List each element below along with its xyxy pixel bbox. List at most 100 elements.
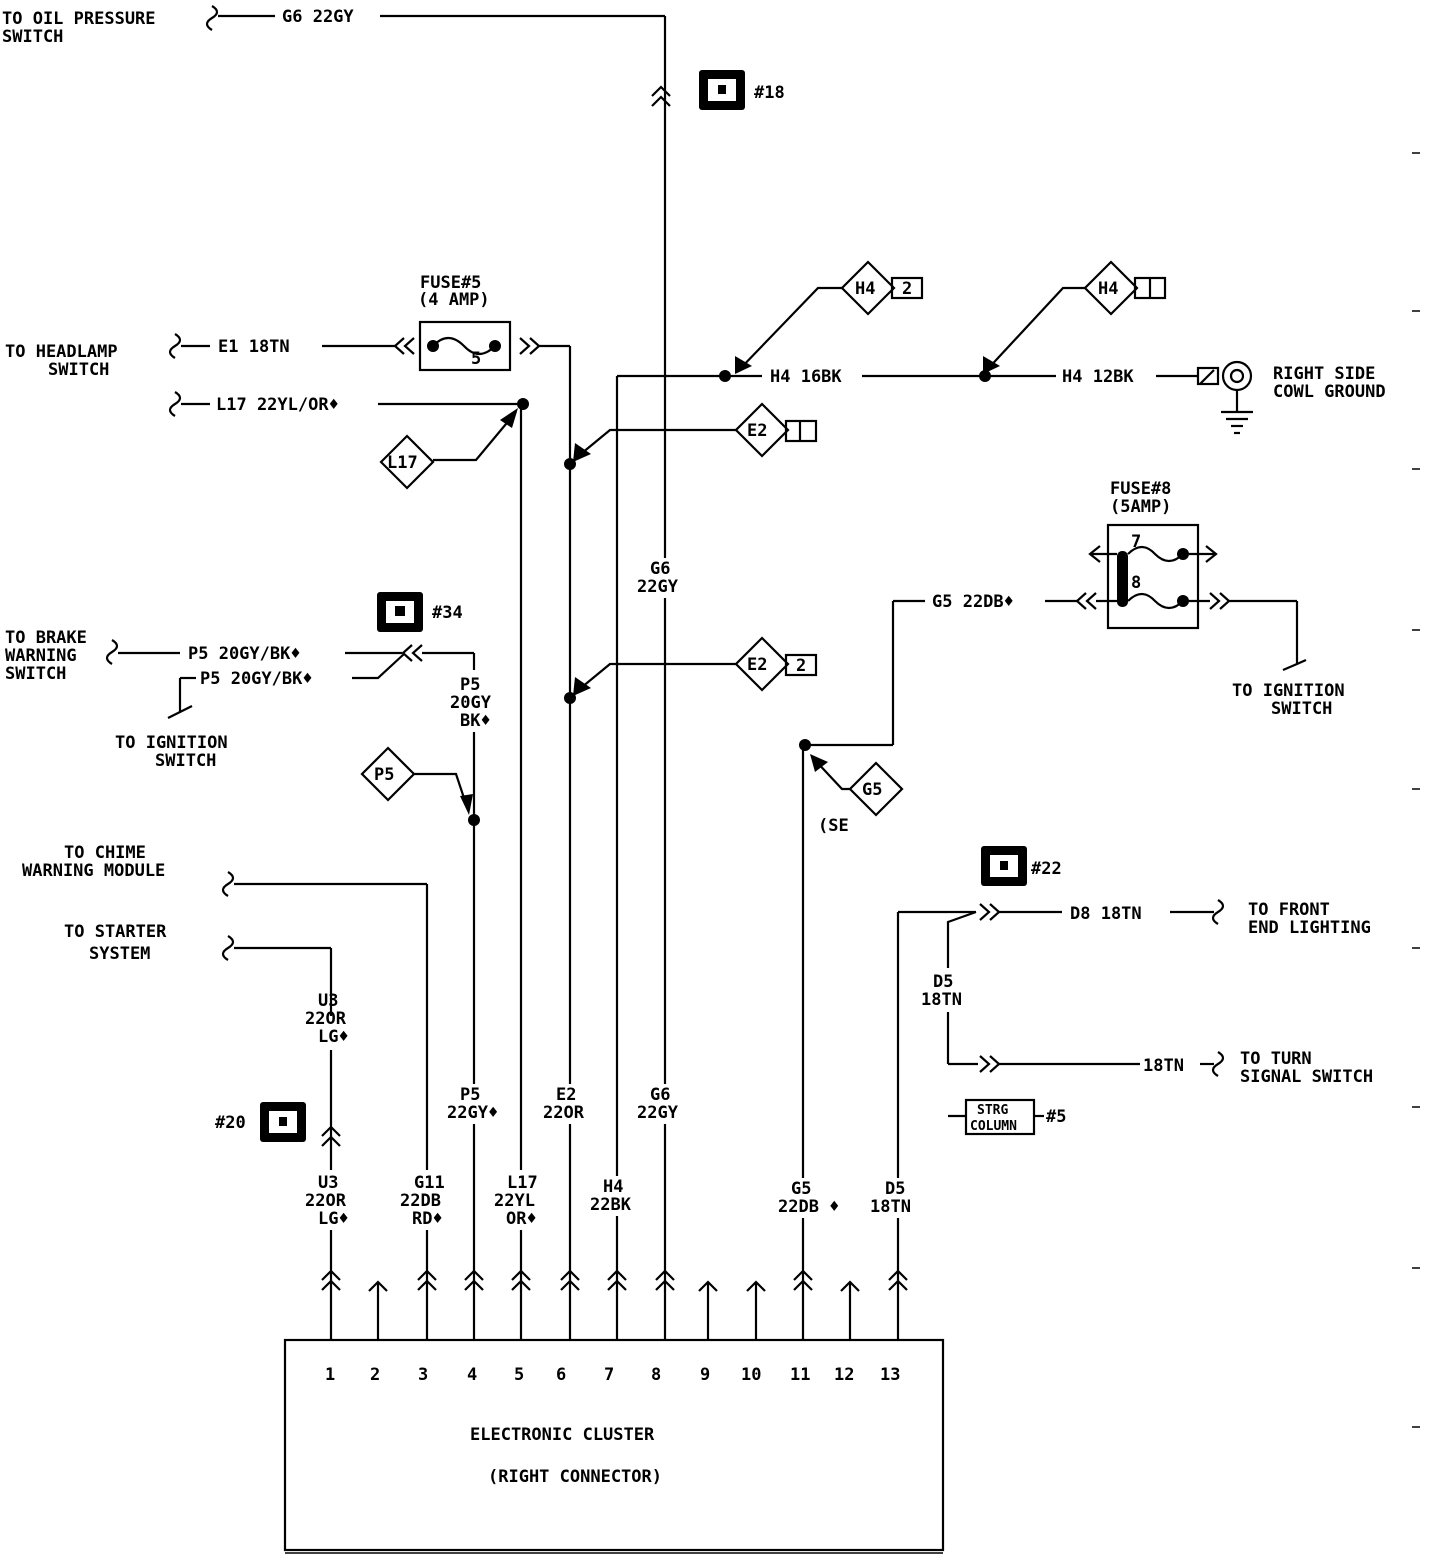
- h4-diamond-a: [840, 260, 896, 316]
- fuse5-label-1: FUSE#5: [420, 273, 481, 293]
- h4-diamond-b-label: H4: [1098, 279, 1118, 299]
- e2-diamond-b-label: E2: [747, 655, 767, 675]
- p5-vert-label-2: 20GY: [450, 693, 492, 713]
- u3-lower-label-1: U3: [318, 1173, 338, 1193]
- u3-lower-label-2: 22OR: [305, 1191, 347, 1211]
- h4-lower-label-1: H4: [603, 1177, 623, 1197]
- lower-wire-labels: U3 22OR LG♦ G11 22DB RD♦ P5 22GY♦ L17 22…: [298, 1084, 926, 1230]
- fuse5-label-2: (4 AMP): [418, 290, 490, 310]
- cowl-ground-label-2: COWL GROUND: [1273, 382, 1386, 402]
- headlamp-label-2: SWITCH: [48, 360, 109, 380]
- front-lighting-label-1: TO FRONT: [1248, 900, 1330, 920]
- chime-label-2: WARNING MODULE: [22, 861, 165, 881]
- g11-label-2: 22DB: [400, 1191, 441, 1211]
- starter-label-1: TO STARTER: [64, 922, 167, 942]
- oil-pressure-label-2: SWITCH: [2, 27, 63, 47]
- pin-3-label: 3: [418, 1365, 428, 1385]
- fuse8-number-7: 7: [1131, 532, 1141, 552]
- h4-16bk-label: H4 16BK: [770, 367, 842, 387]
- fuse5-box: [418, 320, 512, 372]
- turn-signal-label-2: SIGNAL SWITCH: [1240, 1067, 1373, 1087]
- fuse8-number-8: 8: [1131, 573, 1141, 593]
- d5-lower-label-1: D5: [885, 1179, 905, 1199]
- h4-diamond-b: [1083, 260, 1139, 316]
- ignition-left-label-1: TO IGNITION: [115, 733, 228, 753]
- e2-diamond-a-label: E2: [747, 421, 767, 441]
- u3-lower-label-3: LG♦: [318, 1209, 349, 1229]
- turn-signal-label-1: TO TURN: [1240, 1049, 1312, 1069]
- pin-1-label: 1: [325, 1365, 335, 1385]
- g6-lower-label-1: G6: [650, 1085, 670, 1105]
- g5-lower-label-1: G5: [791, 1179, 811, 1199]
- connector-22-icon: [981, 846, 1027, 886]
- p5-wire-label-a: P5 20GY/BK♦: [188, 644, 301, 664]
- fuse8-label-2: (5AMP): [1110, 497, 1171, 517]
- strg-column-number: #5: [1046, 1107, 1066, 1127]
- e2-lower-label-2: 22OR: [543, 1103, 585, 1123]
- p5-vert-label-1: P5: [460, 675, 480, 695]
- g6-mid-label-1: G6: [650, 559, 670, 579]
- fuse5-number: 5: [471, 349, 481, 369]
- g6-lower-label-2: 22GY: [637, 1103, 679, 1123]
- pin-6-label: 6: [556, 1365, 566, 1385]
- brake-label-2: WARNING: [5, 646, 77, 666]
- cowl-ground-label-1: RIGHT SIDE: [1273, 364, 1375, 384]
- brake-label-3: SWITCH: [5, 664, 66, 684]
- h4-box-a-number: 2: [902, 279, 912, 299]
- electronic-cluster-box: [283, 1338, 945, 1552]
- e2-diamond-a: [734, 402, 790, 458]
- connector-18-label: #18: [754, 83, 785, 103]
- connector-34-icon: [377, 592, 423, 632]
- d5-vert-label-1: D5: [933, 972, 953, 992]
- p5-wire-label-b: P5 20GY/BK♦: [200, 669, 313, 689]
- cluster-subtitle: (RIGHT CONNECTOR): [488, 1467, 662, 1487]
- e2-box-b-number: 2: [796, 656, 806, 676]
- fuse8-label-1: FUSE#8: [1110, 479, 1171, 499]
- p5-lower-label-1: P5: [460, 1085, 480, 1105]
- pin-2-label: 2: [370, 1365, 380, 1385]
- connector-20-icon: [260, 1102, 306, 1142]
- g6-top-label: G6 22GY: [282, 7, 354, 27]
- pin-5-label: 5: [514, 1365, 524, 1385]
- u3-upper-label-3: LG♦: [318, 1027, 349, 1047]
- l17-lower-label-3: OR♦: [506, 1209, 537, 1229]
- g11-label-1: G11: [414, 1173, 445, 1193]
- pin-11-label: 11: [790, 1365, 810, 1385]
- brake-label-1: TO BRAKE: [5, 628, 87, 648]
- l17-lower-label-1: L17: [507, 1173, 538, 1193]
- ground-icon: [1196, 360, 1253, 435]
- pin-8-label: 8: [651, 1365, 661, 1385]
- u3-upper-label-2: 22OR: [305, 1009, 347, 1029]
- margin-ticks: [1412, 152, 1420, 1428]
- ignition-right-label-2: SWITCH: [1271, 699, 1332, 719]
- connector-34-label: #34: [432, 603, 463, 623]
- starter-label-2: SYSTEM: [89, 944, 150, 964]
- e2-diamond-b: [734, 636, 790, 692]
- h4-diamond-a-label: H4: [855, 279, 875, 299]
- se-note: (SE: [818, 816, 849, 836]
- u3-upper-label-1: U3: [318, 991, 338, 1011]
- g11-label-3: RD♦: [412, 1209, 443, 1229]
- g6-mid-label-2: 22GY: [637, 577, 679, 597]
- l17-lower-label-2: 22YL: [494, 1191, 535, 1211]
- fuse8-box: [1106, 523, 1200, 630]
- ignition-left-label-2: SWITCH: [155, 751, 216, 771]
- ignition-right-label-1: TO IGNITION: [1232, 681, 1345, 701]
- splice-tilde-oil: [205, 5, 219, 31]
- p5-diamond-label: P5: [374, 765, 394, 785]
- headlamp-label-1: TO HEADLAMP: [5, 342, 118, 362]
- chime-label-1: TO CHIME: [64, 843, 146, 863]
- h4-12bk-label: H4 12BK: [1062, 367, 1134, 387]
- connector-20-label: #20: [215, 1113, 246, 1133]
- cluster-title: ELECTRONIC CLUSTER: [470, 1425, 655, 1445]
- d5-vert-label-2: 18TN: [921, 990, 962, 1010]
- connector-22-label: #22: [1031, 859, 1062, 879]
- connector-18-icon: [699, 70, 745, 110]
- oil-pressure-label-1: TO OIL PRESSURE: [2, 9, 156, 29]
- pin-4-label: 4: [467, 1365, 477, 1385]
- p5-lower-label-2: 22GY♦: [447, 1103, 498, 1123]
- pin-10-label: 10: [741, 1365, 761, 1385]
- l17-label: L17 22YL/OR♦: [216, 395, 339, 415]
- strg-column-label-2: COLUMN: [970, 1119, 1017, 1134]
